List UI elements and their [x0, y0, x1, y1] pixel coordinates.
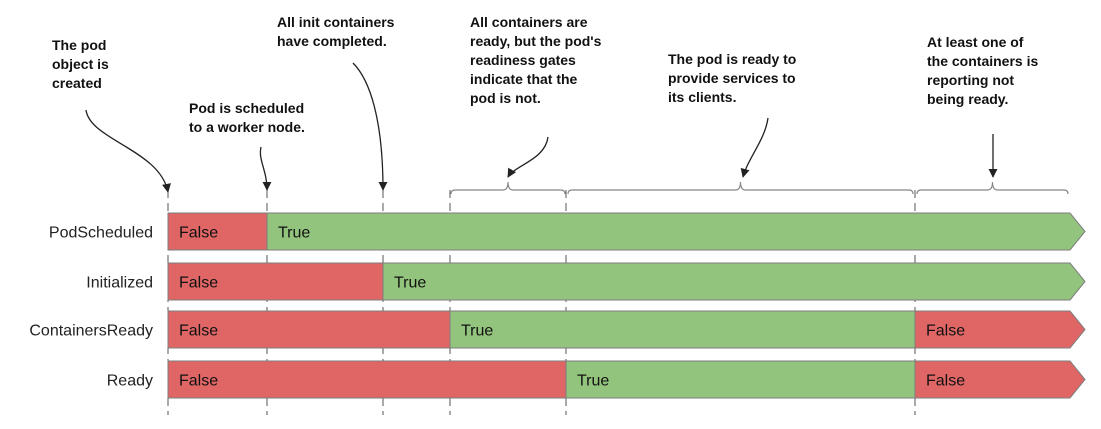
bracket-pod-ready: [567, 181, 914, 195]
arrow-pod-scheduled: [259, 146, 272, 191]
annotation-line: its clients.: [668, 89, 736, 105]
segment-label: False: [926, 323, 965, 340]
arrow-readiness-gates: [507, 136, 549, 178]
annotation-arrows: [85, 62, 998, 193]
segment-label: False: [179, 323, 218, 340]
annotation-container-not-ready: At least one of the containers is reportin…: [927, 34, 1038, 107]
bracket-not-ready: [916, 181, 1069, 195]
segment-true: [382, 262, 1086, 301]
segment-false: [167, 262, 384, 301]
annotation-pod-ready: The pod is ready to provide services to it…: [668, 51, 796, 105]
condition-label: Ready: [107, 373, 153, 390]
condition-label: ContainersReady: [29, 323, 153, 340]
segment-false: [914, 360, 1086, 399]
row-Initialized: False True: [167, 262, 1086, 301]
annotation-line: reporting not: [927, 72, 1014, 88]
segment-label: True: [394, 275, 426, 292]
annotation-line: have completed.: [277, 33, 387, 49]
annotation-init-completed: All init containers have completed.: [277, 14, 395, 49]
annotation-line: ready, but the pod's: [470, 33, 602, 49]
annotation-line: being ready.: [927, 91, 1008, 107]
segment-label: False: [179, 373, 218, 390]
segment-true: [449, 310, 916, 349]
segment-label: True: [278, 225, 310, 242]
segment-false: [167, 310, 451, 349]
row-PodScheduled: False True: [167, 212, 1086, 251]
segment-true: [565, 360, 916, 399]
arrow-pod-created: [85, 109, 171, 193]
arrow-pod-ready: [740, 117, 769, 178]
annotation-pod-created: The pod object is created: [52, 37, 109, 91]
annotation-line: provide services to: [668, 70, 796, 86]
condition-label: PodScheduled: [49, 225, 153, 242]
condition-label: Initialized: [86, 275, 153, 292]
segment-label: True: [577, 373, 609, 390]
annotation-line: object is: [52, 56, 109, 72]
annotation-pod-scheduled: Pod is scheduled to a worker node.: [189, 100, 305, 135]
annotation-readiness-gates: All containers are ready, but the pod's re…: [470, 14, 602, 106]
segment-label: True: [461, 323, 493, 340]
bracket-readiness-gates: [450, 181, 566, 195]
row-Ready: False True False: [167, 360, 1086, 399]
annotation-line: readiness gates: [470, 52, 576, 68]
annotation-line: to a worker node.: [189, 119, 305, 135]
annotation-line: created: [52, 75, 102, 91]
annotation-line: the containers is: [927, 53, 1038, 69]
segment-false: [914, 310, 1086, 349]
annotation-line: pod is not.: [470, 90, 541, 106]
arrow-init-completed: [352, 62, 388, 191]
condition-names: PodScheduledInitializedContainersReadyRe…: [29, 225, 153, 390]
segment-false: [167, 212, 268, 251]
annotation-line: All containers are: [470, 14, 588, 30]
annotation-line: Pod is scheduled: [189, 100, 304, 116]
segment-label: False: [179, 275, 218, 292]
annotation-line: indicate that the: [470, 71, 578, 87]
annotation-line: The pod: [52, 37, 106, 53]
segment-label: False: [179, 225, 218, 242]
annotation-line: All init containers: [277, 14, 395, 30]
segment-label: False: [926, 373, 965, 390]
segment-false: [167, 360, 567, 399]
annotation-line: The pod is ready to: [668, 51, 796, 67]
interval-brackets: [450, 181, 1069, 195]
annotation-line: At least one of: [927, 34, 1024, 50]
row-ContainersReady: False True False: [167, 310, 1086, 349]
segment-true: [266, 212, 1086, 251]
